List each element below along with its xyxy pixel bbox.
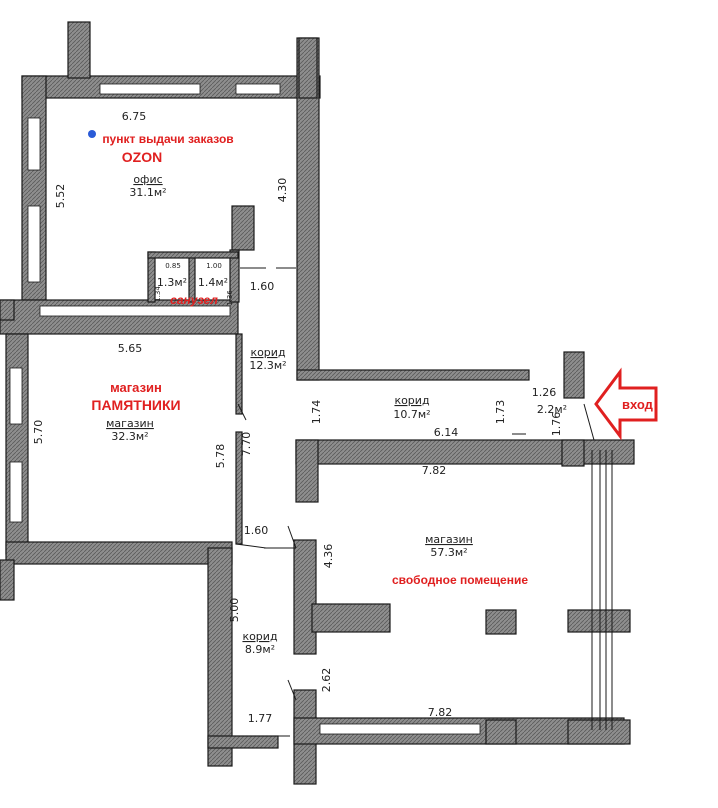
dim-5-65: 5.65 <box>118 342 143 355</box>
window-shop-left-1 <box>9 367 23 425</box>
corridor-upper-name: корид <box>250 346 286 359</box>
dim-0-85: 0.85 <box>165 262 181 270</box>
shop-right-area: 57.3м² <box>430 546 467 559</box>
wall-chimney-top <box>67 21 91 79</box>
window-top-1 <box>99 83 201 95</box>
shop-left-name: магазин <box>106 417 154 430</box>
wall-lower-corr-left <box>207 547 233 767</box>
dim-1-60-lower: 1.60 <box>244 524 269 537</box>
dim-1-73: 1.73 <box>494 400 507 425</box>
column-3 <box>567 609 631 633</box>
shop-left-area: 32.3м² <box>111 430 148 443</box>
corridor-main-name: корид <box>394 394 430 407</box>
ozon-label-line1: пункт выдачи заказов <box>102 132 233 146</box>
office-area: 31.1м² <box>129 186 166 199</box>
wall-shop-left-bottom <box>5 541 233 565</box>
dim-7-82-bottom: 7.82 <box>428 706 453 719</box>
dim-4-30: 4.30 <box>276 178 289 203</box>
dim-6-14: 6.14 <box>434 426 459 439</box>
window-left-1 <box>27 117 41 171</box>
wall-right-top-stub <box>298 37 318 99</box>
storefront-glazing <box>591 450 613 730</box>
corridor-lower-area: 8.9м² <box>245 643 275 656</box>
wall-shop-right-topleft <box>295 439 319 503</box>
wall-wc-right <box>231 205 255 251</box>
dim-5-78: 5.78 <box>214 444 227 469</box>
window-shop-left-2 <box>9 461 23 523</box>
free-space-label: свободное помещение <box>392 573 528 587</box>
corridor-main-area: 10.7м² <box>393 408 430 421</box>
dim-1-60-upper: 1.60 <box>250 280 275 293</box>
dim-7-82-top: 7.82 <box>422 464 447 477</box>
office-name: офис <box>133 173 162 186</box>
wall-shop-left-bottom-stub <box>0 559 15 601</box>
wall-shop-right-left <box>293 539 317 655</box>
dim-5-52: 5.52 <box>54 184 67 209</box>
window-mid-1 <box>39 305 231 317</box>
dim-2-62: 2.62 <box>320 668 333 693</box>
dim-1-76: 1.76 <box>550 412 563 437</box>
wall-lower-corr-bottom <box>207 735 279 749</box>
location-marker-icon <box>88 130 96 138</box>
wall-stub-left <box>0 299 15 321</box>
wall-entrance-bottom-block <box>561 439 585 467</box>
window-left-2 <box>27 205 41 283</box>
monuments-label-line2: ПАМЯТНИКИ <box>91 397 180 413</box>
bathroom-label: санузел <box>170 293 218 307</box>
column-5 <box>567 719 631 745</box>
wall-entrance-top-block <box>563 351 585 399</box>
window-top-2 <box>235 83 281 95</box>
wall-wc-right-b <box>229 249 240 303</box>
wall-corridor-top <box>296 369 530 381</box>
entrance-arrow-icon <box>594 367 658 441</box>
wc2-area: 1.4м² <box>198 276 228 289</box>
room-labels: офис 31.1м² 1.3м² 1.4м² корид 12.3м² кор… <box>106 173 567 656</box>
corridor-upper-area: 12.3м² <box>249 359 286 372</box>
dim-5-70: 5.70 <box>32 420 45 445</box>
dim-1-26: 1.26 <box>532 386 557 399</box>
dim-6-75: 6.75 <box>122 110 147 123</box>
dim-1-00: 1.00 <box>206 262 222 270</box>
ozon-label-line2: OZON <box>122 149 162 165</box>
wall-wc-top <box>147 251 239 259</box>
wall-corr-upper-right <box>235 333 243 415</box>
column-4 <box>485 719 517 745</box>
dim-1-77: 1.77 <box>248 712 273 725</box>
dim-1-34: 1.34 <box>154 286 162 302</box>
corridor-lower-name: корид <box>242 630 278 643</box>
column-1 <box>311 603 391 633</box>
vestibule-area: 2.2м² <box>537 403 567 416</box>
dim-4-36: 4.36 <box>322 544 335 569</box>
dim-7-70: 7.70 <box>240 432 253 457</box>
window-bottom-1 <box>319 723 481 735</box>
shop-right-name: магазин <box>425 533 473 546</box>
door-swings <box>232 267 595 737</box>
monuments-label-line1: магазин <box>110 380 162 395</box>
windows <box>9 83 481 735</box>
dim-1-74: 1.74 <box>310 400 323 425</box>
wc1-area: 1.3м² <box>157 276 187 289</box>
column-2 <box>485 609 517 635</box>
dim-5-00: 5.00 <box>228 598 241 623</box>
dim-1-36: 1.36 <box>226 290 234 306</box>
dimension-labels: 6.75 5.52 4.30 1.60 0.85 1.00 1.34 1.36 … <box>32 110 563 725</box>
entrance-label: вход <box>622 397 654 412</box>
